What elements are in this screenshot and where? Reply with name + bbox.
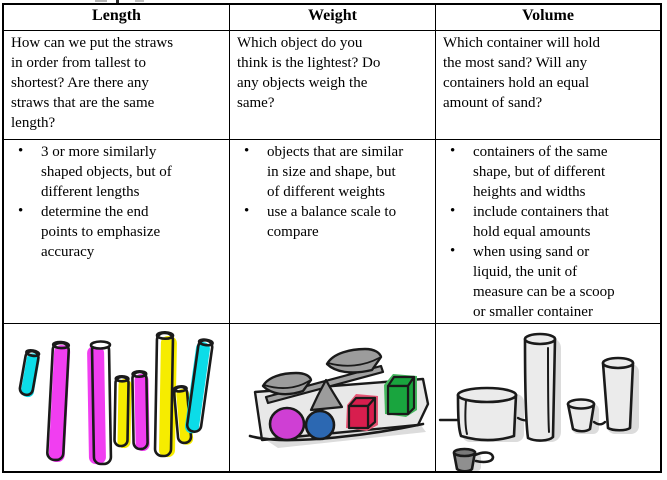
list-item-text: objects that are similar in size and sha…: [267, 144, 404, 200]
list-item: • use a balance scale to compare: [230, 202, 435, 242]
volume-bullet-list: • containers of the same shape, but of di…: [436, 140, 660, 324]
bullet-glyph: •: [450, 143, 456, 159]
list-item: • include containers that hold equal amou…: [436, 202, 660, 242]
measurement-table: Length Weight Volume How can we put the …: [2, 3, 662, 473]
cropped-text-fragment: [95, 0, 107, 2]
bullet-glyph: •: [244, 143, 250, 159]
volume-question: Which container will hold the most sand?…: [436, 31, 660, 140]
blue-ball: [304, 409, 336, 441]
magenta-ball: [268, 406, 306, 442]
list-item-text: determine the end points to emphasize ac…: [41, 204, 161, 260]
bullet-glyph: •: [244, 203, 250, 219]
straw: [113, 375, 132, 449]
wide-container: [456, 386, 518, 442]
bullet-glyph: •: [450, 243, 456, 259]
tall-glass: [601, 356, 635, 432]
small-cup: [566, 398, 596, 433]
weight-bullet-list: • objects that are similar in size and sh…: [230, 140, 436, 324]
cropped-text-fragment: [116, 0, 119, 4]
fulcrum-triangle: [309, 378, 344, 412]
length-question: How can we put the straws in order from …: [4, 31, 230, 140]
containers-illustration: [438, 332, 639, 471]
bullet-glyph: •: [450, 203, 456, 219]
left-pan: [261, 371, 313, 396]
bullet-glyph: •: [18, 203, 24, 219]
red-cube: [346, 394, 378, 431]
list-item-text: containers of the same shape, but of dif…: [473, 144, 608, 200]
straw: [18, 349, 41, 398]
bullet-glyph: •: [18, 143, 24, 159]
straws-illustration: [18, 331, 214, 466]
list-item-text: use a balance scale to compare: [267, 204, 397, 240]
list-item: • containers of the same shape, but of di…: [436, 142, 660, 202]
list-item-text: when using sand or liquid, the unit of m…: [473, 244, 615, 320]
list-item: • when using sand or liquid, the unit of …: [436, 242, 660, 322]
straw: [87, 340, 113, 466]
balance-scale-illustration: [248, 347, 430, 448]
weight-question: Which object do you think is the lightes…: [230, 31, 436, 140]
volume-illustration-cell: [436, 324, 660, 471]
list-item-text: include containers that hold equal amoun…: [473, 204, 609, 240]
column-header-length: Length: [4, 5, 230, 31]
left-pan-rim: [263, 380, 310, 389]
straw: [131, 370, 150, 451]
green-cube: [384, 374, 417, 417]
right-pan-rim: [327, 357, 380, 367]
cropped-text-fragment: [135, 0, 144, 2]
length-bullet-list: • 3 or more similarly shaped objects, but…: [4, 140, 230, 324]
length-illustration-cell: [4, 324, 230, 471]
straw: [46, 340, 71, 463]
list-item: • objects that are similar in size and sh…: [230, 142, 435, 202]
straw: [184, 338, 214, 434]
column-header-volume: Volume: [436, 5, 660, 31]
right-pan: [325, 347, 383, 374]
list-item-text: 3 or more similarly shaped objects, but …: [41, 144, 172, 200]
list-item: • determine the end points to emphasize a…: [4, 202, 229, 262]
tall-cylinder: [523, 332, 557, 442]
measuring-scoop: [452, 447, 495, 471]
column-header-weight: Weight: [230, 5, 436, 31]
list-item: • 3 or more similarly shaped objects, but…: [4, 142, 229, 202]
straw: [153, 331, 177, 458]
weight-illustration-cell: [230, 324, 436, 471]
